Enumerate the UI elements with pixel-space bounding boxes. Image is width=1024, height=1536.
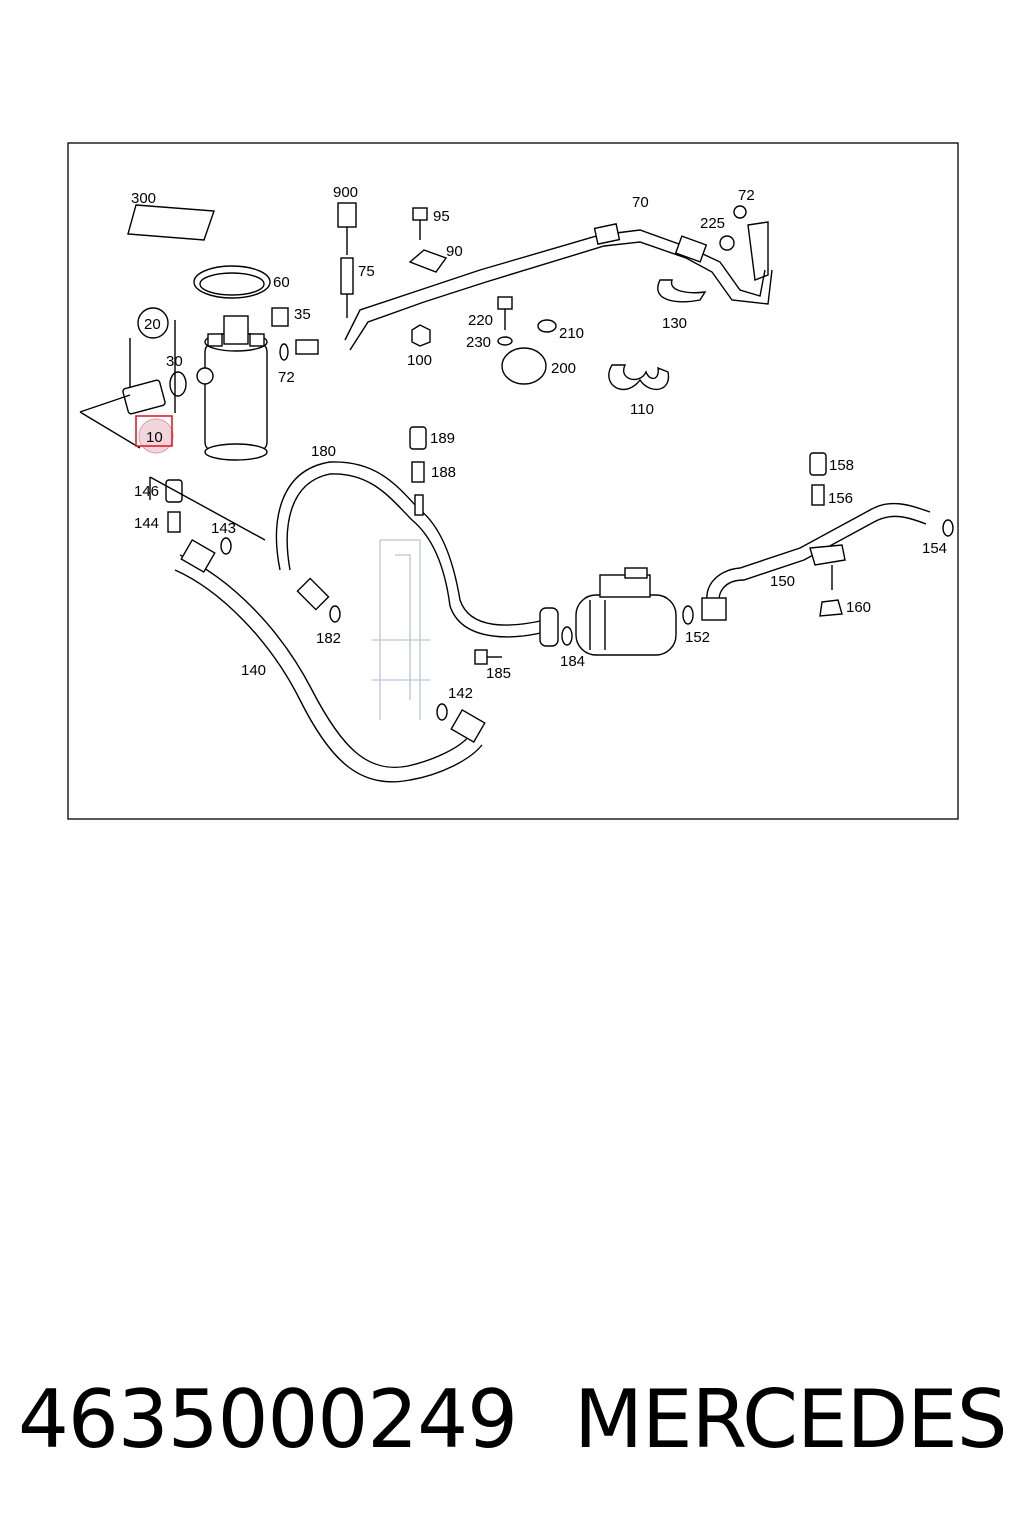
callout-143: 143 bbox=[211, 520, 236, 537]
valve-core-144 bbox=[167, 511, 181, 533]
line-bracket bbox=[809, 544, 846, 566]
callout-144: 144 bbox=[134, 515, 159, 532]
nut-210 bbox=[537, 319, 557, 333]
callout-10: 10 bbox=[146, 429, 163, 446]
callout-189: 189 bbox=[430, 430, 455, 447]
callout-180: 180 bbox=[311, 443, 336, 460]
callout-300: 300 bbox=[131, 190, 156, 207]
hose-fitting bbox=[180, 539, 216, 573]
pressure-sensor bbox=[337, 202, 357, 318]
callout-110: 110 bbox=[630, 401, 654, 418]
callout-150: 150 bbox=[770, 573, 795, 590]
hose-140 bbox=[174, 569, 483, 783]
diagram-frame bbox=[67, 142, 959, 820]
callout-140: 140 bbox=[241, 662, 266, 679]
hose-fitting-2 bbox=[450, 709, 486, 743]
callout-225: 225 bbox=[700, 215, 725, 232]
callout-100: 100 bbox=[407, 352, 432, 369]
ac-compressor bbox=[575, 567, 677, 656]
mounting-bracket bbox=[747, 221, 769, 281]
callout-circle-20 bbox=[137, 307, 169, 339]
nut-225 bbox=[719, 235, 735, 251]
o-ring-143 bbox=[220, 537, 232, 555]
nut-100 bbox=[411, 324, 431, 347]
receiver-drier bbox=[196, 315, 268, 461]
line-150 bbox=[706, 502, 931, 611]
o-ring-142 bbox=[436, 703, 448, 721]
grommet-160 bbox=[819, 599, 843, 617]
valve-core-156 bbox=[811, 484, 825, 506]
footer: 4635000249 MERCEDES bbox=[0, 1370, 1024, 1480]
engine-outline bbox=[372, 539, 430, 720]
callout-95: 95 bbox=[433, 208, 450, 225]
label-sheet bbox=[127, 204, 215, 241]
callout-154: 154 bbox=[922, 540, 947, 557]
fitting bbox=[295, 339, 319, 355]
valve-cap-146 bbox=[165, 479, 183, 503]
clip-130 bbox=[657, 279, 707, 303]
brand-name: MERCEDES bbox=[574, 1373, 1008, 1466]
callout-185: 185 bbox=[486, 665, 511, 682]
callout-156: 156 bbox=[828, 490, 853, 507]
clamp-60 bbox=[193, 265, 271, 299]
callout-146: 146 bbox=[134, 483, 159, 500]
bolt-185 bbox=[474, 649, 502, 665]
callout-130: 130 bbox=[662, 315, 687, 332]
refrigerant-line-70 bbox=[344, 229, 766, 341]
o-ring-72 bbox=[733, 205, 747, 219]
valve-cap-158 bbox=[809, 452, 827, 476]
callout-20: 20 bbox=[144, 316, 161, 333]
callout-182: 182 bbox=[316, 630, 341, 647]
callout-142: 142 bbox=[448, 685, 473, 702]
callout-220: 220 bbox=[468, 312, 493, 329]
line-coupling-2 bbox=[674, 235, 708, 263]
callout-90: 90 bbox=[446, 243, 463, 260]
callout-158: 158 bbox=[829, 457, 854, 474]
callout-72b: 72 bbox=[278, 369, 295, 386]
callout-75: 75 bbox=[358, 263, 375, 280]
callout-230: 230 bbox=[466, 334, 491, 351]
o-ring-154 bbox=[942, 519, 954, 537]
callout-35: 35 bbox=[294, 306, 311, 323]
o-ring-182 bbox=[329, 605, 341, 623]
clip-110 bbox=[608, 364, 670, 391]
valve-core-188 bbox=[411, 461, 425, 483]
callout-184: 184 bbox=[560, 653, 585, 670]
parts-diagram: 300 900 95 70 72 225 75 90 60 35 20 30 7… bbox=[67, 142, 959, 820]
clamp-200 bbox=[501, 347, 547, 385]
highlight-circle bbox=[138, 418, 174, 454]
washer-230 bbox=[497, 336, 513, 346]
plug-35 bbox=[271, 307, 289, 327]
valve-cap-189 bbox=[409, 426, 427, 450]
callout-152: 152 bbox=[685, 629, 710, 646]
bolt-95 bbox=[412, 207, 428, 240]
callout-188: 188 bbox=[431, 464, 456, 481]
callout-60: 60 bbox=[273, 274, 290, 291]
flange-fitting bbox=[539, 607, 559, 647]
callout-30: 30 bbox=[166, 353, 183, 370]
line-coupling bbox=[593, 223, 621, 245]
highlight-box bbox=[135, 415, 173, 447]
callout-160: 160 bbox=[846, 599, 871, 616]
o-ring-184 bbox=[561, 626, 573, 646]
switch-10 bbox=[122, 379, 166, 415]
bolt-220 bbox=[497, 296, 513, 330]
callout-900: 900 bbox=[333, 184, 358, 201]
o-ring-72b bbox=[279, 343, 289, 361]
callout-200: 200 bbox=[551, 360, 576, 377]
part-number: 4635000249 bbox=[18, 1373, 518, 1466]
o-ring-152 bbox=[682, 605, 694, 625]
line-150-fitting bbox=[701, 597, 727, 621]
nut-fitting bbox=[296, 577, 330, 611]
callout-210: 210 bbox=[559, 325, 584, 342]
o-ring-30 bbox=[169, 371, 187, 397]
callout-72: 72 bbox=[738, 187, 755, 204]
callout-70: 70 bbox=[632, 194, 649, 211]
clip-90 bbox=[408, 249, 448, 273]
